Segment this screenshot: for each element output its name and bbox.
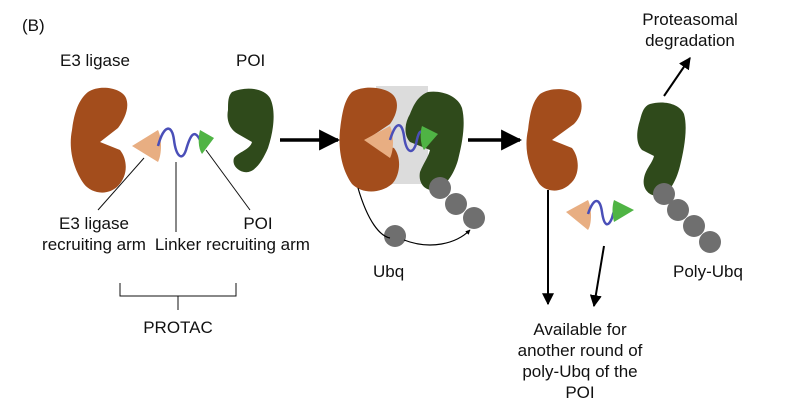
poly-ubq-label: Poly-Ubq <box>673 262 743 281</box>
recycle-arrow-protac <box>589 245 605 308</box>
ubq-chain-1 <box>429 177 451 199</box>
poly-ubq-3 <box>683 215 705 237</box>
e3-ligase-label: E3 ligase <box>60 51 130 70</box>
linker <box>156 127 202 158</box>
protac-bracket <box>119 283 237 310</box>
panel-label: (B) <box>22 16 45 35</box>
available-label-line2: another round of <box>517 341 643 360</box>
poi-arm-label-line1: POI <box>243 214 273 233</box>
complex-e3-warhead <box>364 126 393 158</box>
proteasomal-label-line2: degradation <box>645 31 735 50</box>
complex-e3-ligase <box>339 87 400 192</box>
poi-label: POI <box>236 51 266 70</box>
poi-warhead <box>198 130 214 154</box>
proteasome-arrow <box>663 57 691 97</box>
proteasomal-label-line1: Proteasomal <box>642 10 738 29</box>
complex-poi-warhead <box>420 126 438 150</box>
e3-arm-label-line1: E3 ligase <box>59 214 129 233</box>
e3-warhead <box>132 130 161 162</box>
ubiquitinated-poi <box>637 102 686 196</box>
poly-ubq-1 <box>653 183 675 205</box>
complex-poi <box>405 91 464 191</box>
available-label-line4: POI <box>565 383 595 402</box>
poly-ubq-2 <box>667 199 689 221</box>
ubq-label: Ubq <box>373 262 405 281</box>
linker-label: Linker <box>154 235 202 254</box>
ubq-transfer-arrow <box>403 229 471 246</box>
e3-arm-label-line2: recruiting arm <box>42 235 146 254</box>
e3-ligase-shape <box>70 87 128 193</box>
poi-arm-pointer <box>205 149 251 211</box>
available-label-line3: poly-Ubq of the <box>522 362 638 381</box>
poi-shape <box>227 88 274 173</box>
complex-linker <box>388 124 426 153</box>
protac-label: PROTAC <box>143 318 213 337</box>
poly-ubq-4 <box>699 231 721 253</box>
released-e3-warhead <box>566 200 591 230</box>
ubq-chain-3 <box>463 207 485 229</box>
released-e3-ligase <box>526 89 582 191</box>
e3-arm-pointer <box>97 157 145 211</box>
available-label-line1: Available for <box>533 320 627 339</box>
poi-arm-label-line2: recruiting arm <box>206 235 310 254</box>
ubq-transfer-curve <box>357 187 391 239</box>
released-poi-warhead <box>612 200 634 222</box>
free-ubiquitin <box>384 225 406 247</box>
ubq-chain-2 <box>445 193 467 215</box>
